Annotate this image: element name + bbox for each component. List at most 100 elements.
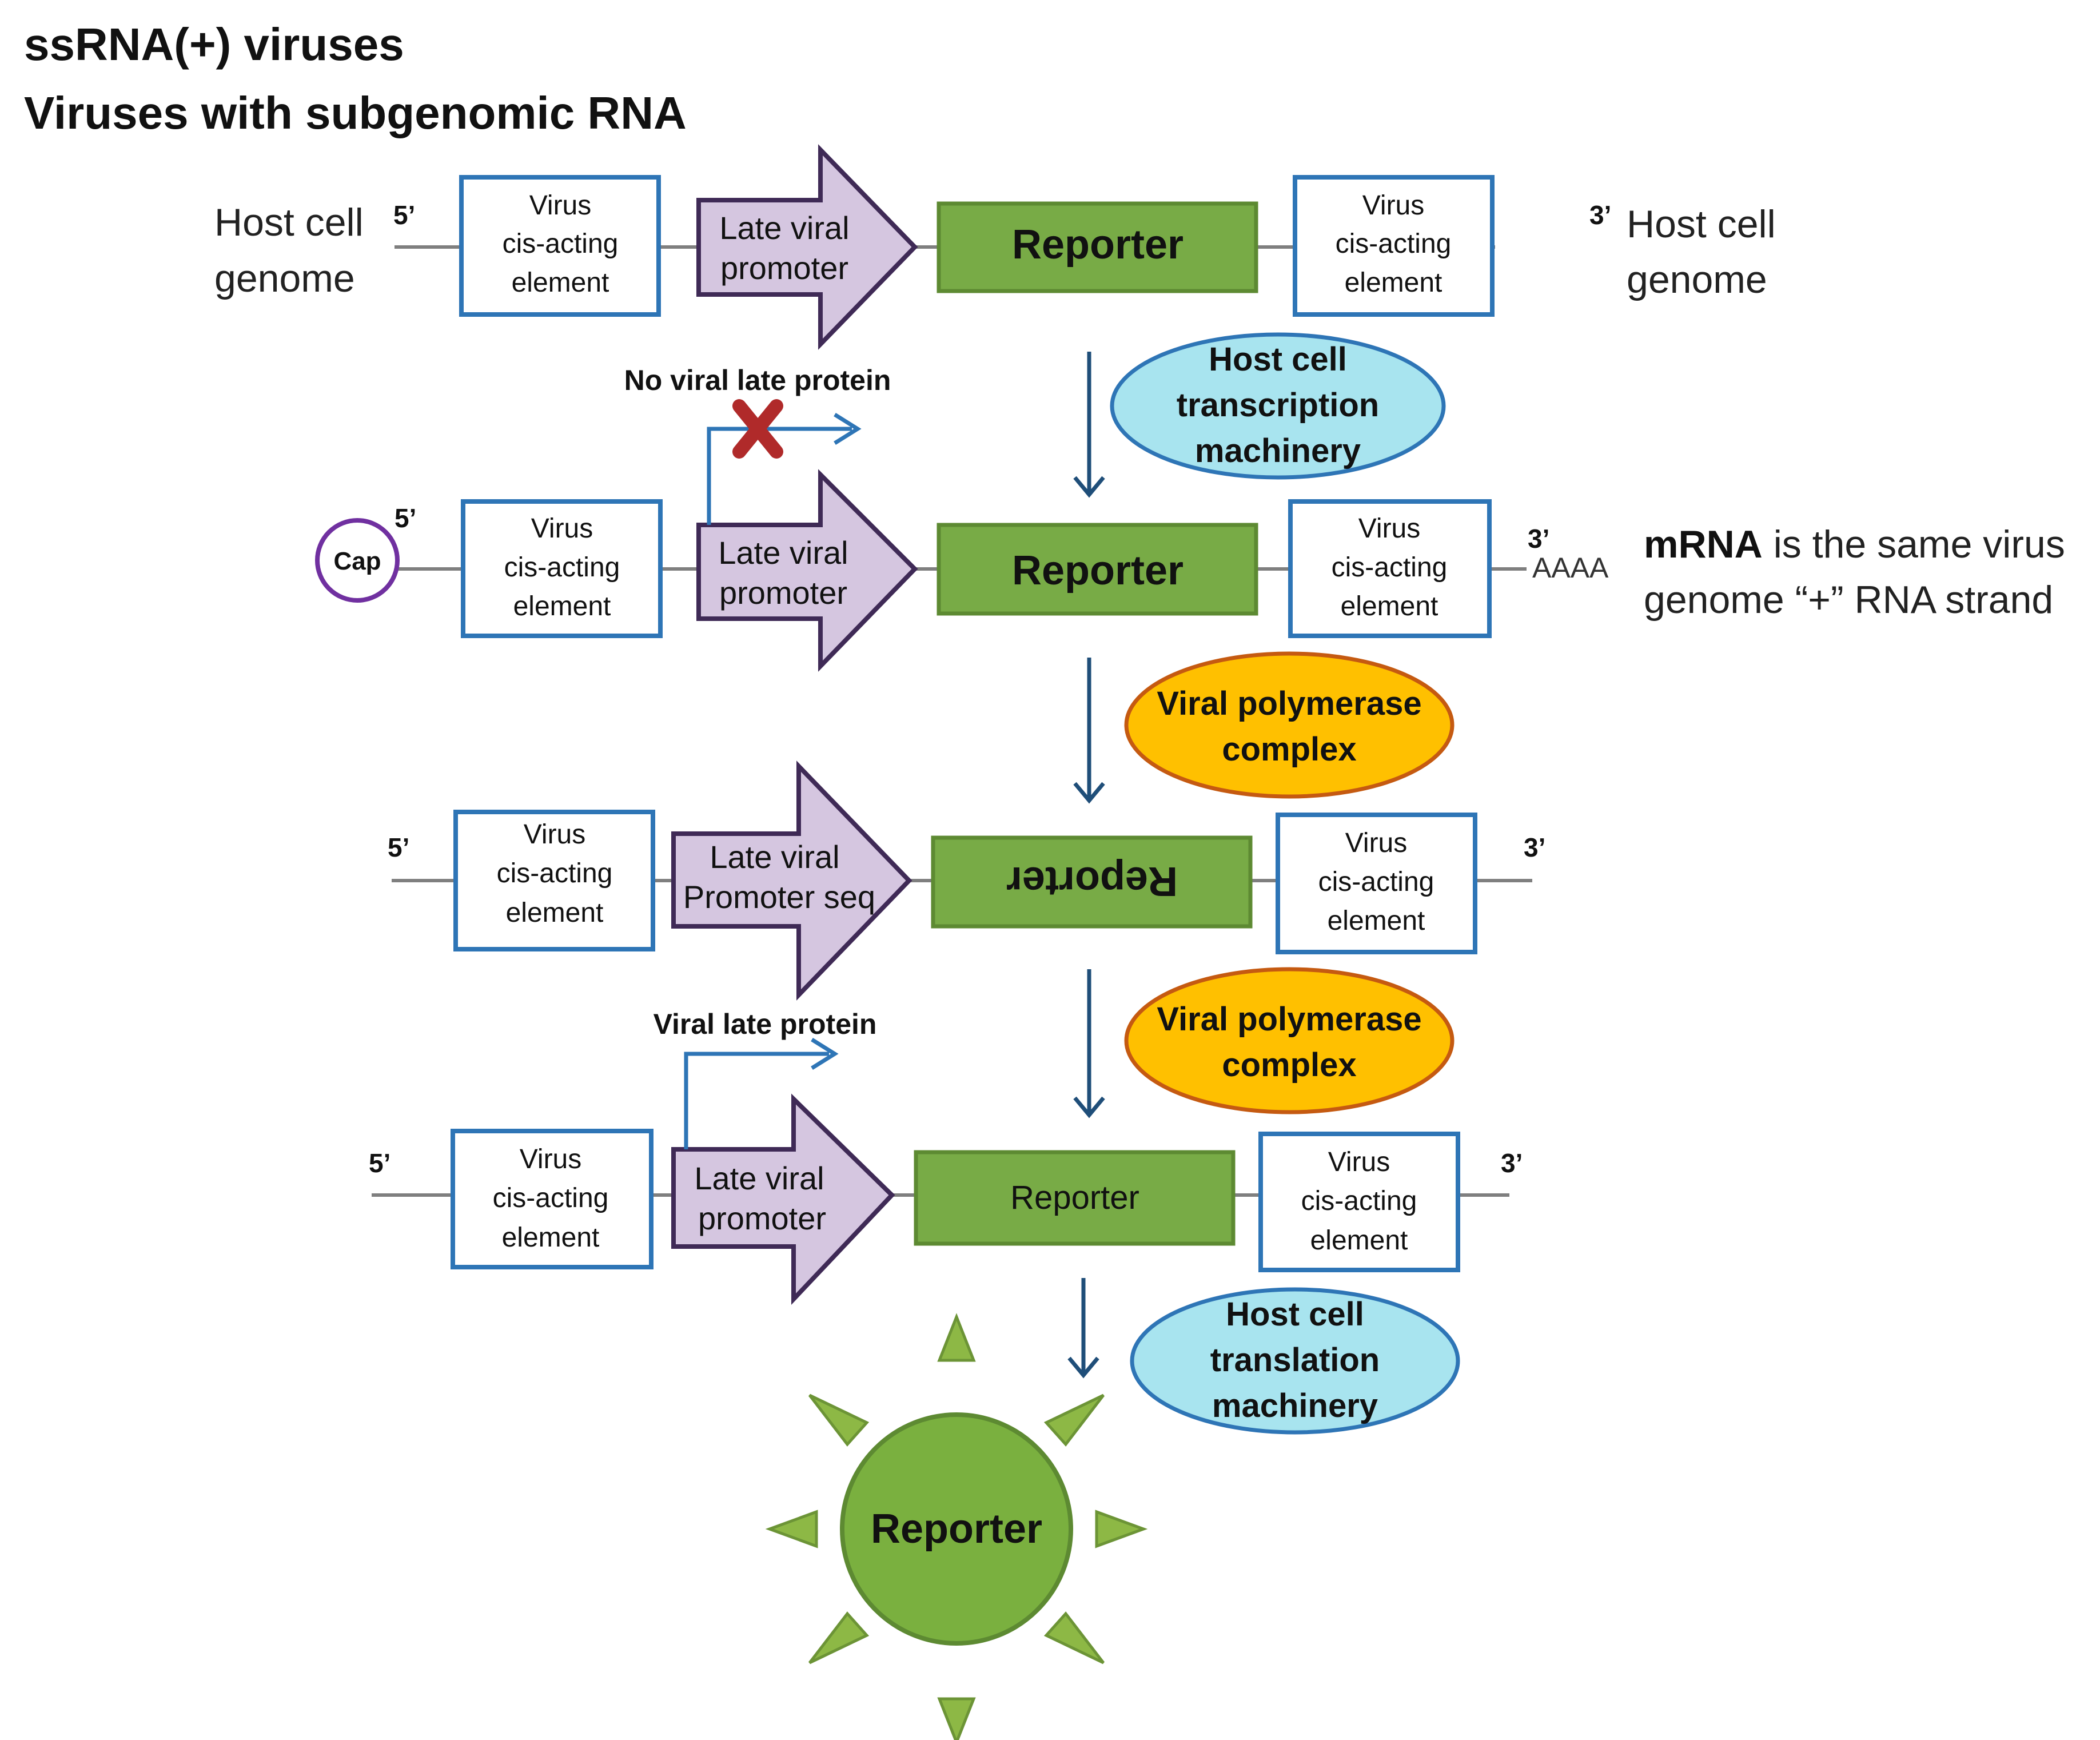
cis-label: element xyxy=(512,268,609,298)
promoter-label: Late viral xyxy=(694,1160,824,1196)
oval-label: Viral polymerase xyxy=(1157,1001,1421,1038)
cap-label: Cap xyxy=(333,547,381,575)
down-arrow-head xyxy=(1073,1096,1105,1118)
five-prime-label: 5’ xyxy=(388,833,409,862)
cis-element-left xyxy=(459,175,661,317)
transcription-start-arrowhead xyxy=(811,1038,839,1070)
cis-element-right xyxy=(1276,813,1477,954)
down-arrow-head xyxy=(1073,782,1105,804)
reporter-label: Reporter xyxy=(1010,1179,1139,1216)
three-prime-label: 3’ xyxy=(1528,524,1549,554)
oval-label: Host cell xyxy=(1226,1296,1364,1333)
reporter-label-inverted: Reporter xyxy=(1006,858,1178,904)
promoter-label: Late viral xyxy=(710,839,839,875)
promoter-label: Promoter seq xyxy=(683,879,875,915)
late-viral-promoter-arrow xyxy=(696,144,918,350)
cis-label: Virus xyxy=(1328,1147,1390,1177)
promoter-label: Late viral xyxy=(719,210,849,246)
reporter-gene xyxy=(937,201,1258,293)
row-3-negative-strand: 5’ Virus cis-acting element Late viral P… xyxy=(388,760,1545,1001)
cis-element-left xyxy=(453,810,655,951)
oval-label: machinery xyxy=(1212,1387,1378,1424)
row-1-host-genome: Host cell genome 5’ Virus cis-acting ele… xyxy=(214,144,1776,350)
mrna-note-line1: mRNA is the same virus xyxy=(1644,523,2065,566)
oval-label: translation xyxy=(1210,1341,1380,1379)
cis-label: element xyxy=(513,591,611,622)
reporter-protein-circle xyxy=(840,1412,1073,1646)
cis-label: Virus xyxy=(1345,828,1408,858)
step-polymerase-1: Viral polymerase complex xyxy=(1073,651,1455,804)
host-genome-left-line2: genome xyxy=(214,257,355,300)
cis-element-right xyxy=(1288,499,1492,638)
row-4-subgenomic: 5’ Virus cis-acting element Late viral p… xyxy=(369,1008,1523,1305)
three-prime-label: 3’ xyxy=(1501,1148,1523,1178)
cis-label: cis-acting xyxy=(1332,552,1448,583)
promoter-label: promoter xyxy=(698,1200,826,1236)
viral-polymerase-oval xyxy=(1124,967,1455,1114)
cis-label: Virus xyxy=(520,1144,582,1174)
cis-label: Virus xyxy=(1358,513,1421,544)
title-line-2: Viruses with subgenomic RNA xyxy=(24,87,687,138)
no-viral-late-protein-label: No viral late protein xyxy=(624,364,891,396)
five-prime-label: 5’ xyxy=(393,200,415,230)
host-transcription-oval xyxy=(1110,332,1446,480)
cis-label: cis-acting xyxy=(1318,867,1434,897)
cross-icon xyxy=(732,399,783,459)
promoter-label: Late viral xyxy=(718,535,848,571)
host-genome-right-line2: genome xyxy=(1627,258,1767,301)
cis-element-right xyxy=(1293,175,1495,317)
reporter-protein-label: Reporter xyxy=(871,1506,1042,1552)
oval-label: complex xyxy=(1222,1046,1356,1084)
host-genome-right-line1: Host cell xyxy=(1627,202,1776,246)
reporter-gene xyxy=(937,523,1258,616)
cis-label: element xyxy=(506,898,604,928)
reporter-label: Reporter xyxy=(1012,548,1184,594)
mrna-note-line2: genome “+” RNA strand xyxy=(1644,578,2053,622)
viral-late-protein-label: Viral late protein xyxy=(653,1008,877,1040)
cis-label: element xyxy=(1345,268,1442,298)
cis-label: Virus xyxy=(531,513,593,544)
cis-label: Virus xyxy=(524,819,586,850)
cap-circle xyxy=(315,518,400,603)
viral-polymerase-oval xyxy=(1124,651,1455,799)
oval-label: transcription xyxy=(1177,387,1380,424)
cis-label: element xyxy=(1341,591,1438,622)
cis-label: cis-acting xyxy=(1336,229,1452,259)
five-prime-label: 5’ xyxy=(369,1148,390,1178)
step-transcription: Host cell transcription machinery xyxy=(1073,332,1446,498)
cis-label: element xyxy=(502,1223,600,1253)
polya-tail: AAAA xyxy=(1532,552,1609,584)
promoter-label: promoter xyxy=(719,575,847,611)
cis-element-left xyxy=(461,499,663,638)
promoter-label: promoter xyxy=(720,250,848,286)
oval-label: Host cell xyxy=(1209,341,1347,378)
late-viral-promoter-seq-arrow xyxy=(671,760,912,1001)
transcription-start-arrow xyxy=(684,1052,829,1149)
oval-label: machinery xyxy=(1195,432,1361,469)
cis-element-right xyxy=(1258,1132,1460,1272)
late-viral-promoter-arrow xyxy=(696,469,918,672)
five-prime-label: 5’ xyxy=(395,503,416,533)
down-arrow-head xyxy=(1067,1356,1099,1379)
reporter-gene xyxy=(914,1150,1236,1246)
title-line-1: ssRNA(+) viruses xyxy=(24,19,404,70)
three-prime-label: 3’ xyxy=(1524,833,1545,862)
reporter-protein-sun: Reporter xyxy=(765,1313,1148,1740)
host-translation-oval xyxy=(1130,1287,1460,1435)
blocked-start-arrow xyxy=(707,427,852,525)
down-arrow-head xyxy=(1073,476,1105,498)
reporter-label: Reporter xyxy=(1012,222,1184,268)
sun-rays xyxy=(765,1313,1148,1740)
cis-label: cis-acting xyxy=(493,1183,609,1213)
oval-label: complex xyxy=(1222,731,1356,768)
step-polymerase-2: Viral polymerase complex xyxy=(1073,967,1455,1118)
cis-label: cis-acting xyxy=(503,229,619,259)
host-genome-left-line1: Host cell xyxy=(214,201,364,244)
reporter-gene-inverted xyxy=(931,835,1253,929)
cis-label: cis-acting xyxy=(497,858,613,889)
cis-label: Virus xyxy=(1362,190,1425,221)
row-2-mrna: Cap 5’ Virus cis-acting element Late vir… xyxy=(315,364,2065,672)
cis-label: element xyxy=(1310,1225,1408,1256)
step-translation: Host cell translation machinery xyxy=(1067,1278,1460,1435)
